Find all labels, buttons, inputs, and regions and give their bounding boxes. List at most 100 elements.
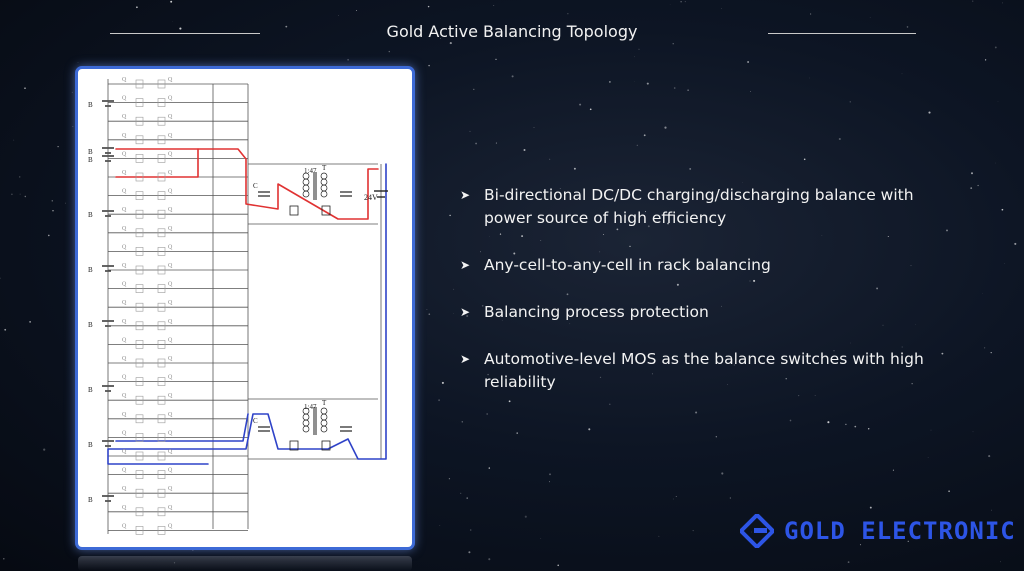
svg-text:Q: Q xyxy=(122,505,127,511)
svg-text:Q: Q xyxy=(122,263,127,269)
svg-text:Q: Q xyxy=(168,468,173,474)
svg-text:Q: Q xyxy=(168,170,173,176)
battery-cell-icon: B xyxy=(88,210,114,219)
svg-text:Q: Q xyxy=(122,412,127,418)
svg-text:Q: Q xyxy=(122,486,127,492)
svg-text:Q: Q xyxy=(122,523,127,529)
svg-text:Q: Q xyxy=(122,226,127,232)
panel-reflection xyxy=(78,556,412,571)
svg-text:Q: Q xyxy=(168,523,173,529)
arrow-bullet-icon: ➤ xyxy=(460,352,471,366)
battery-cell-icon: B xyxy=(88,440,114,449)
svg-text:Q: Q xyxy=(168,207,173,213)
discharge-path xyxy=(107,163,387,465)
svg-text:B: B xyxy=(88,101,93,109)
svg-text:T: T xyxy=(322,399,327,407)
capacitor-icon xyxy=(340,426,352,432)
svg-text:Q: Q xyxy=(122,282,127,288)
transformer-icon: T xyxy=(302,399,328,435)
svg-text:Q: Q xyxy=(168,114,173,120)
svg-text:Q: Q xyxy=(168,430,173,436)
svg-text:Q: Q xyxy=(122,356,127,362)
svg-text:Q: Q xyxy=(122,337,127,343)
svg-text:Q: Q xyxy=(122,114,127,120)
svg-text:Q: Q xyxy=(122,300,127,306)
svg-text:Q: Q xyxy=(168,319,173,325)
svg-text:Q: Q xyxy=(168,189,173,195)
svg-text:Q: Q xyxy=(122,96,127,102)
gold-electronic-logo-icon xyxy=(740,514,774,548)
svg-text:Q: Q xyxy=(168,393,173,399)
brand-name: GOLD ELECTRONIC xyxy=(784,517,1016,545)
mosfet-switch-icon xyxy=(289,205,331,216)
svg-text:T: T xyxy=(322,164,327,172)
title-rule-right xyxy=(768,33,916,34)
svg-text:Q: Q xyxy=(122,207,127,213)
svg-text:Q: Q xyxy=(168,375,173,381)
capacitor-icon: C xyxy=(253,417,270,432)
svg-text:Q: Q xyxy=(168,449,173,455)
charge-path xyxy=(115,148,199,178)
brand-logo: GOLD ELECTRONIC xyxy=(740,514,1016,548)
arrow-bullet-icon: ➤ xyxy=(460,305,471,319)
capacitor-icon: C xyxy=(253,182,270,197)
title-rule-left xyxy=(110,33,260,34)
svg-text:B: B xyxy=(88,441,93,449)
svg-text:Q: Q xyxy=(122,189,127,195)
svg-text:Q: Q xyxy=(122,375,127,381)
svg-text:B: B xyxy=(88,156,93,164)
svg-text:Q: Q xyxy=(122,133,127,139)
transformer-ratio-bottom: 1:47 xyxy=(304,403,317,411)
feature-item: ➤Automotive-level MOS as the balance swi… xyxy=(460,350,924,391)
svg-text:C: C xyxy=(253,417,258,425)
svg-text:Q: Q xyxy=(122,319,127,325)
svg-text:B: B xyxy=(88,386,93,394)
feature-item: ➤Balancing process protection xyxy=(460,301,960,324)
svg-text:Q: Q xyxy=(168,244,173,250)
svg-text:Q: Q xyxy=(168,412,173,418)
battery-cell-icon: B xyxy=(88,155,114,164)
battery-cell-icon: B xyxy=(88,385,114,394)
capacitor-icon xyxy=(340,191,352,197)
svg-text:B: B xyxy=(88,321,93,329)
svg-text:Q: Q xyxy=(168,226,173,232)
arrow-bullet-icon: ➤ xyxy=(460,258,471,272)
svg-text:Q: Q xyxy=(168,133,173,139)
battery-cell-icon: B xyxy=(88,147,114,156)
feature-item: ➤Bi-directional DC/DC charging/dischargi… xyxy=(460,186,914,227)
svg-text:Q: Q xyxy=(168,77,173,83)
svg-text:Q: Q xyxy=(168,356,173,362)
svg-text:Q: Q xyxy=(122,468,127,474)
svg-text:Q: Q xyxy=(168,96,173,102)
svg-text:Q: Q xyxy=(168,505,173,511)
svg-text:Q: Q xyxy=(168,263,173,269)
svg-text:Q: Q xyxy=(168,282,173,288)
feature-item: ➤Any-cell-to-any-cell in rack balancing xyxy=(460,254,960,277)
battery-voltage-label: 24V xyxy=(364,193,378,202)
transformer-icon: T xyxy=(302,164,328,200)
svg-text:Q: Q xyxy=(122,393,127,399)
svg-text:B: B xyxy=(88,148,93,156)
svg-text:B: B xyxy=(88,266,93,274)
svg-text:Q: Q xyxy=(168,151,173,157)
